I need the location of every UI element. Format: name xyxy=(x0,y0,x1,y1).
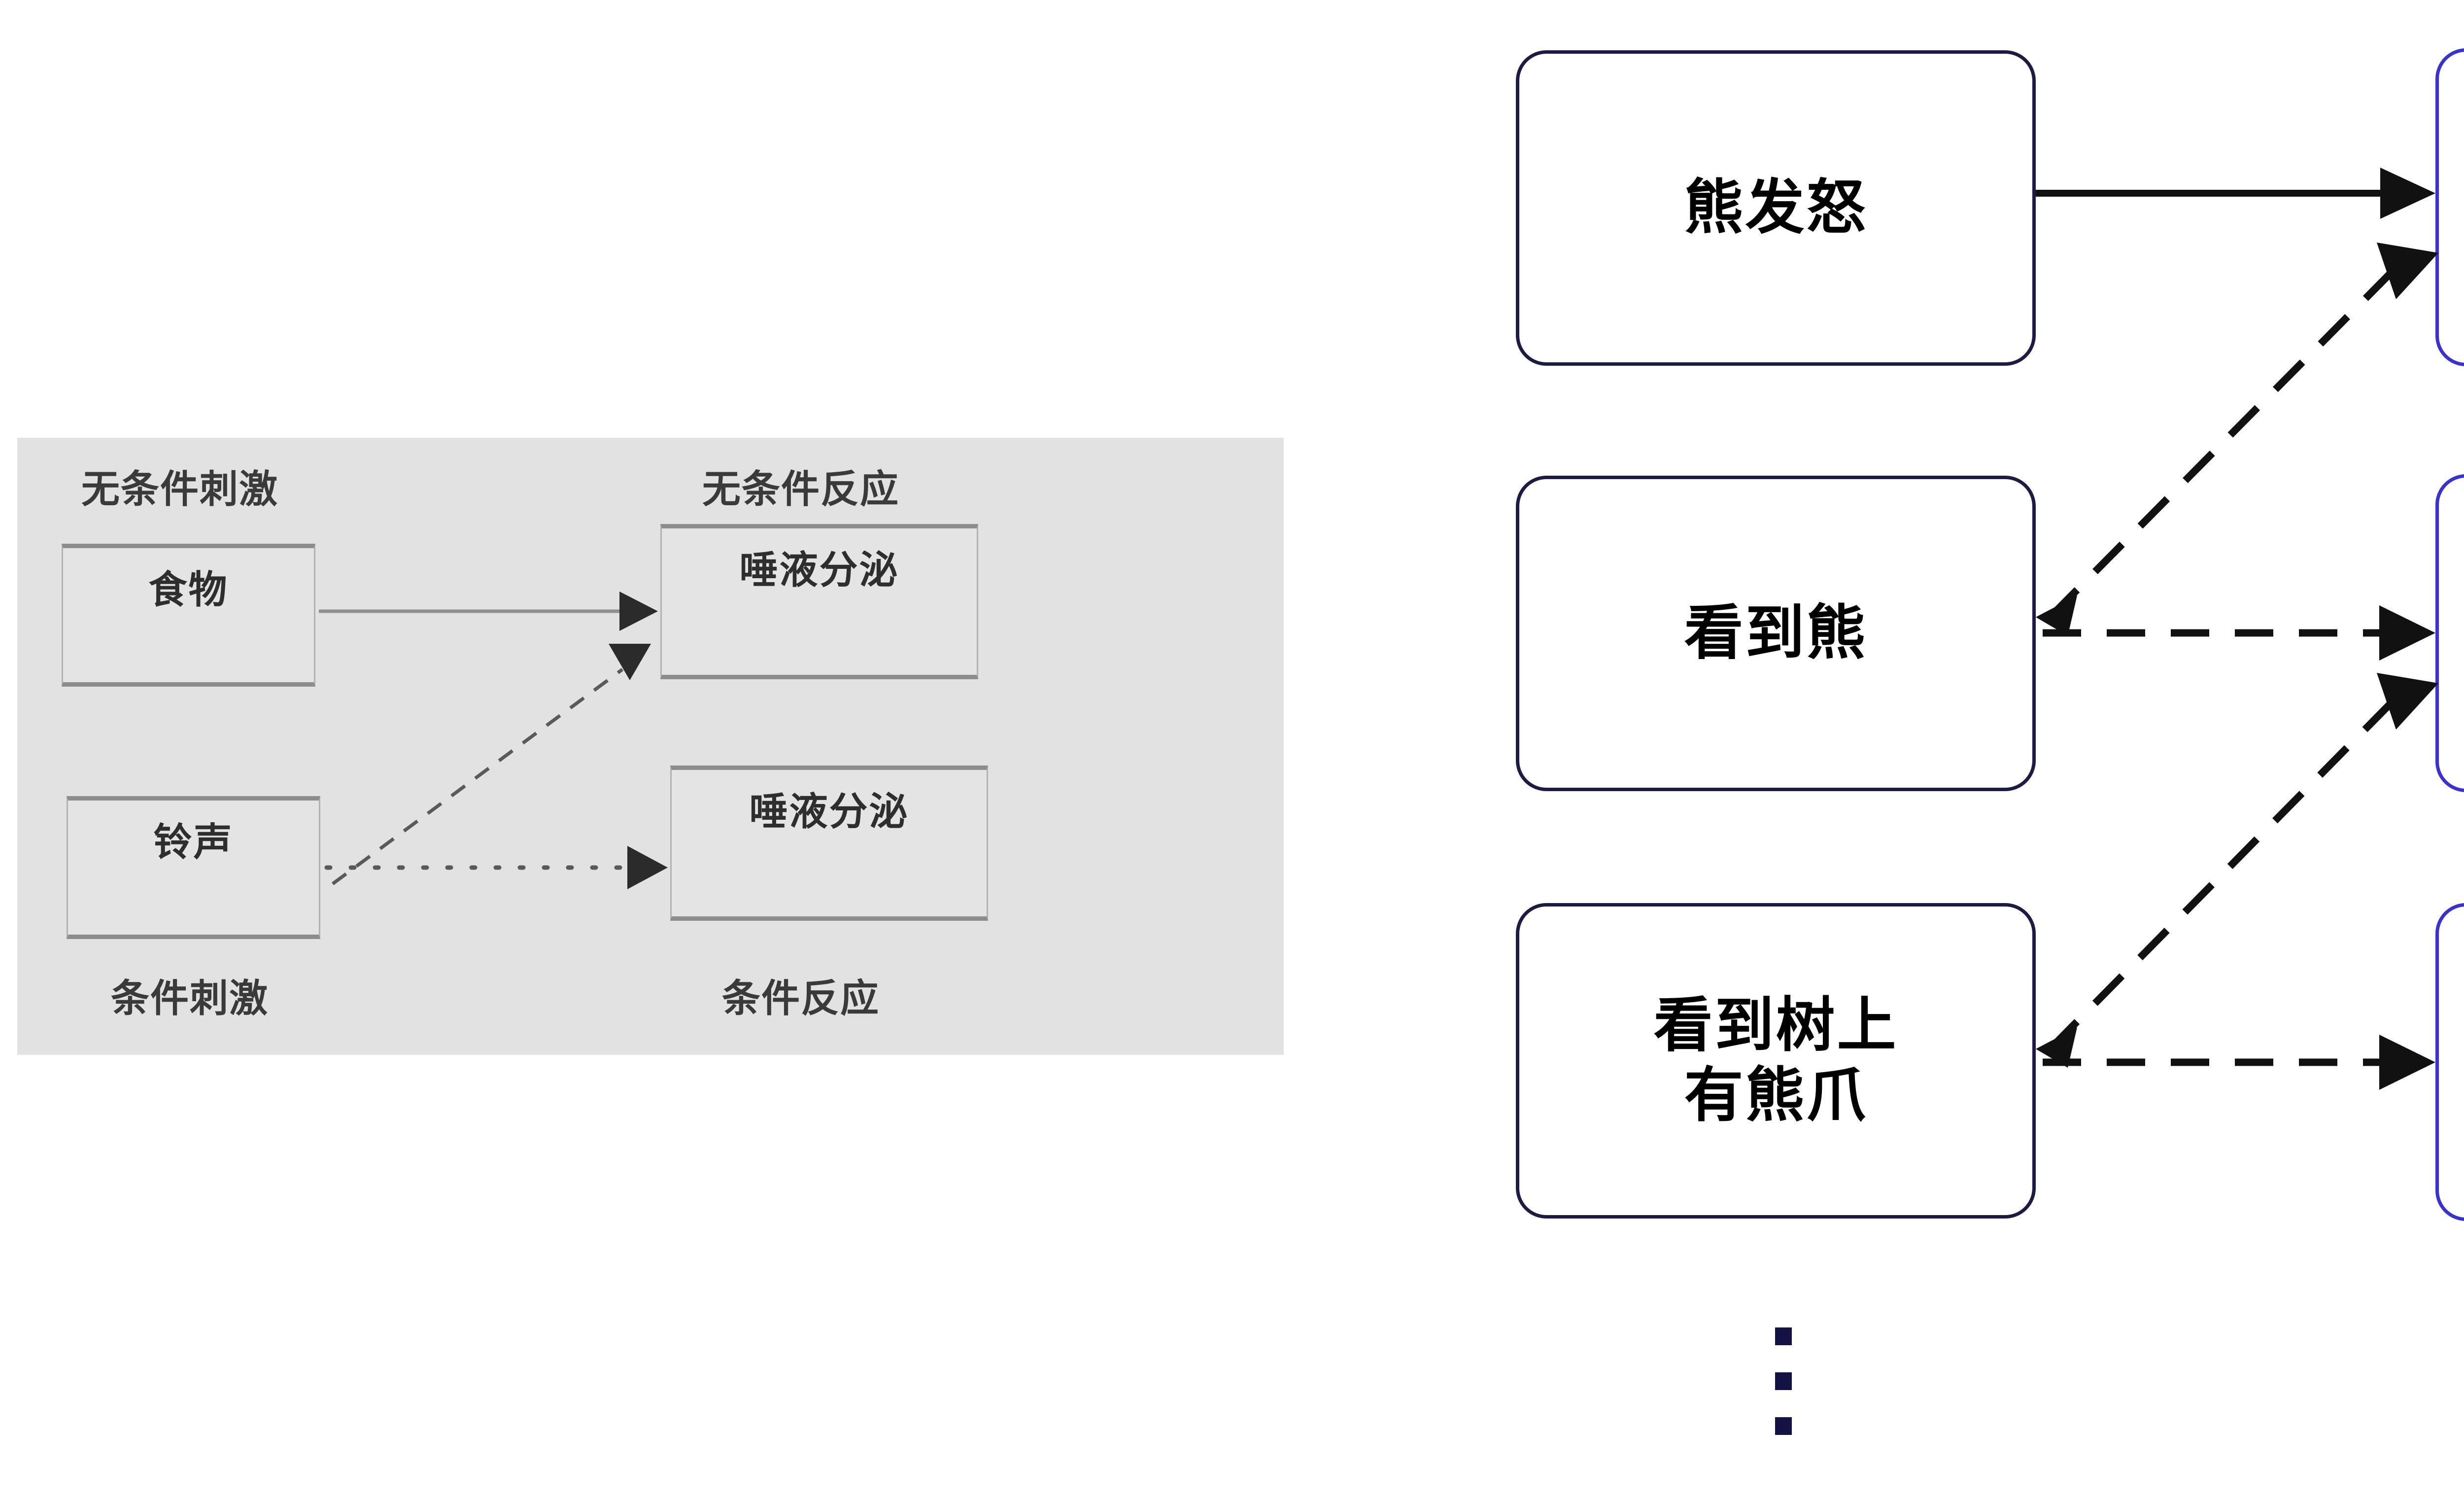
node-see-bear: 看到熊 xyxy=(1516,476,2036,791)
node-bear-angry-label: 熊发怒 xyxy=(1684,174,1868,243)
classical-conditioning-panel: 无条件刺激 无条件反应 条件刺激 条件反应 食物 铃声 唾液分泌 唾液分泌 xyxy=(17,438,1284,1055)
arrow-food-to-salivation xyxy=(319,592,658,631)
arrow-bear-angry-to-reward xyxy=(2036,168,2435,219)
arrow-see-bear-to-value-next xyxy=(2043,605,2435,661)
node-reward: 奖励 xyxy=(2435,48,2464,366)
node-bell: 铃声 xyxy=(67,796,320,939)
node-food: 食物 xyxy=(62,544,315,687)
node-food-label: 食物 xyxy=(148,568,229,612)
node-see-bear-label: 看到熊 xyxy=(1684,599,1868,668)
node-bear-angry: 熊发怒 xyxy=(1516,50,2036,366)
label-conditioned-stimulus: 条件刺激 xyxy=(111,976,269,1021)
classical-conditioning-arrows xyxy=(319,592,668,889)
node-claw-marks-in-tree-label: 看到树上 有熊爪 xyxy=(1653,991,1898,1130)
node-value-current-state: V(s) xyxy=(2435,903,2464,1221)
label-unconditioned-stimulus: 无条件刺激 xyxy=(81,467,279,512)
arrow-claw-marks-to-value-current xyxy=(2043,1035,2435,1090)
node-salivation-unconditioned-label: 唾液分泌 xyxy=(739,548,899,593)
arrow-see-bear-to-reward xyxy=(2036,243,2438,636)
ellipsis-dot xyxy=(1775,1327,1792,1345)
label-conditioned-response: 条件反应 xyxy=(722,976,880,1021)
node-bell-label: 铃声 xyxy=(153,820,234,865)
ellipsis-dot xyxy=(1775,1372,1792,1390)
ellipsis-left-column xyxy=(1775,1327,1792,1462)
ellipsis-dot xyxy=(1775,1417,1792,1435)
node-value-next-state: V(s′) xyxy=(2435,474,2464,792)
arrow-bell-to-salivation-bottom xyxy=(324,846,668,889)
node-salivation-conditioned: 唾液分泌 xyxy=(670,766,988,921)
arrow-claw-marks-to-value-next xyxy=(2036,673,2438,1068)
node-salivation-conditioned-label: 唾液分泌 xyxy=(749,790,909,834)
arrow-bell-to-salivation-top xyxy=(331,644,651,885)
node-salivation-unconditioned: 唾液分泌 xyxy=(660,524,978,679)
label-unconditioned-response: 无条件反应 xyxy=(702,467,900,512)
node-claw-marks-in-tree: 看到树上 有熊爪 xyxy=(1516,903,2036,1219)
